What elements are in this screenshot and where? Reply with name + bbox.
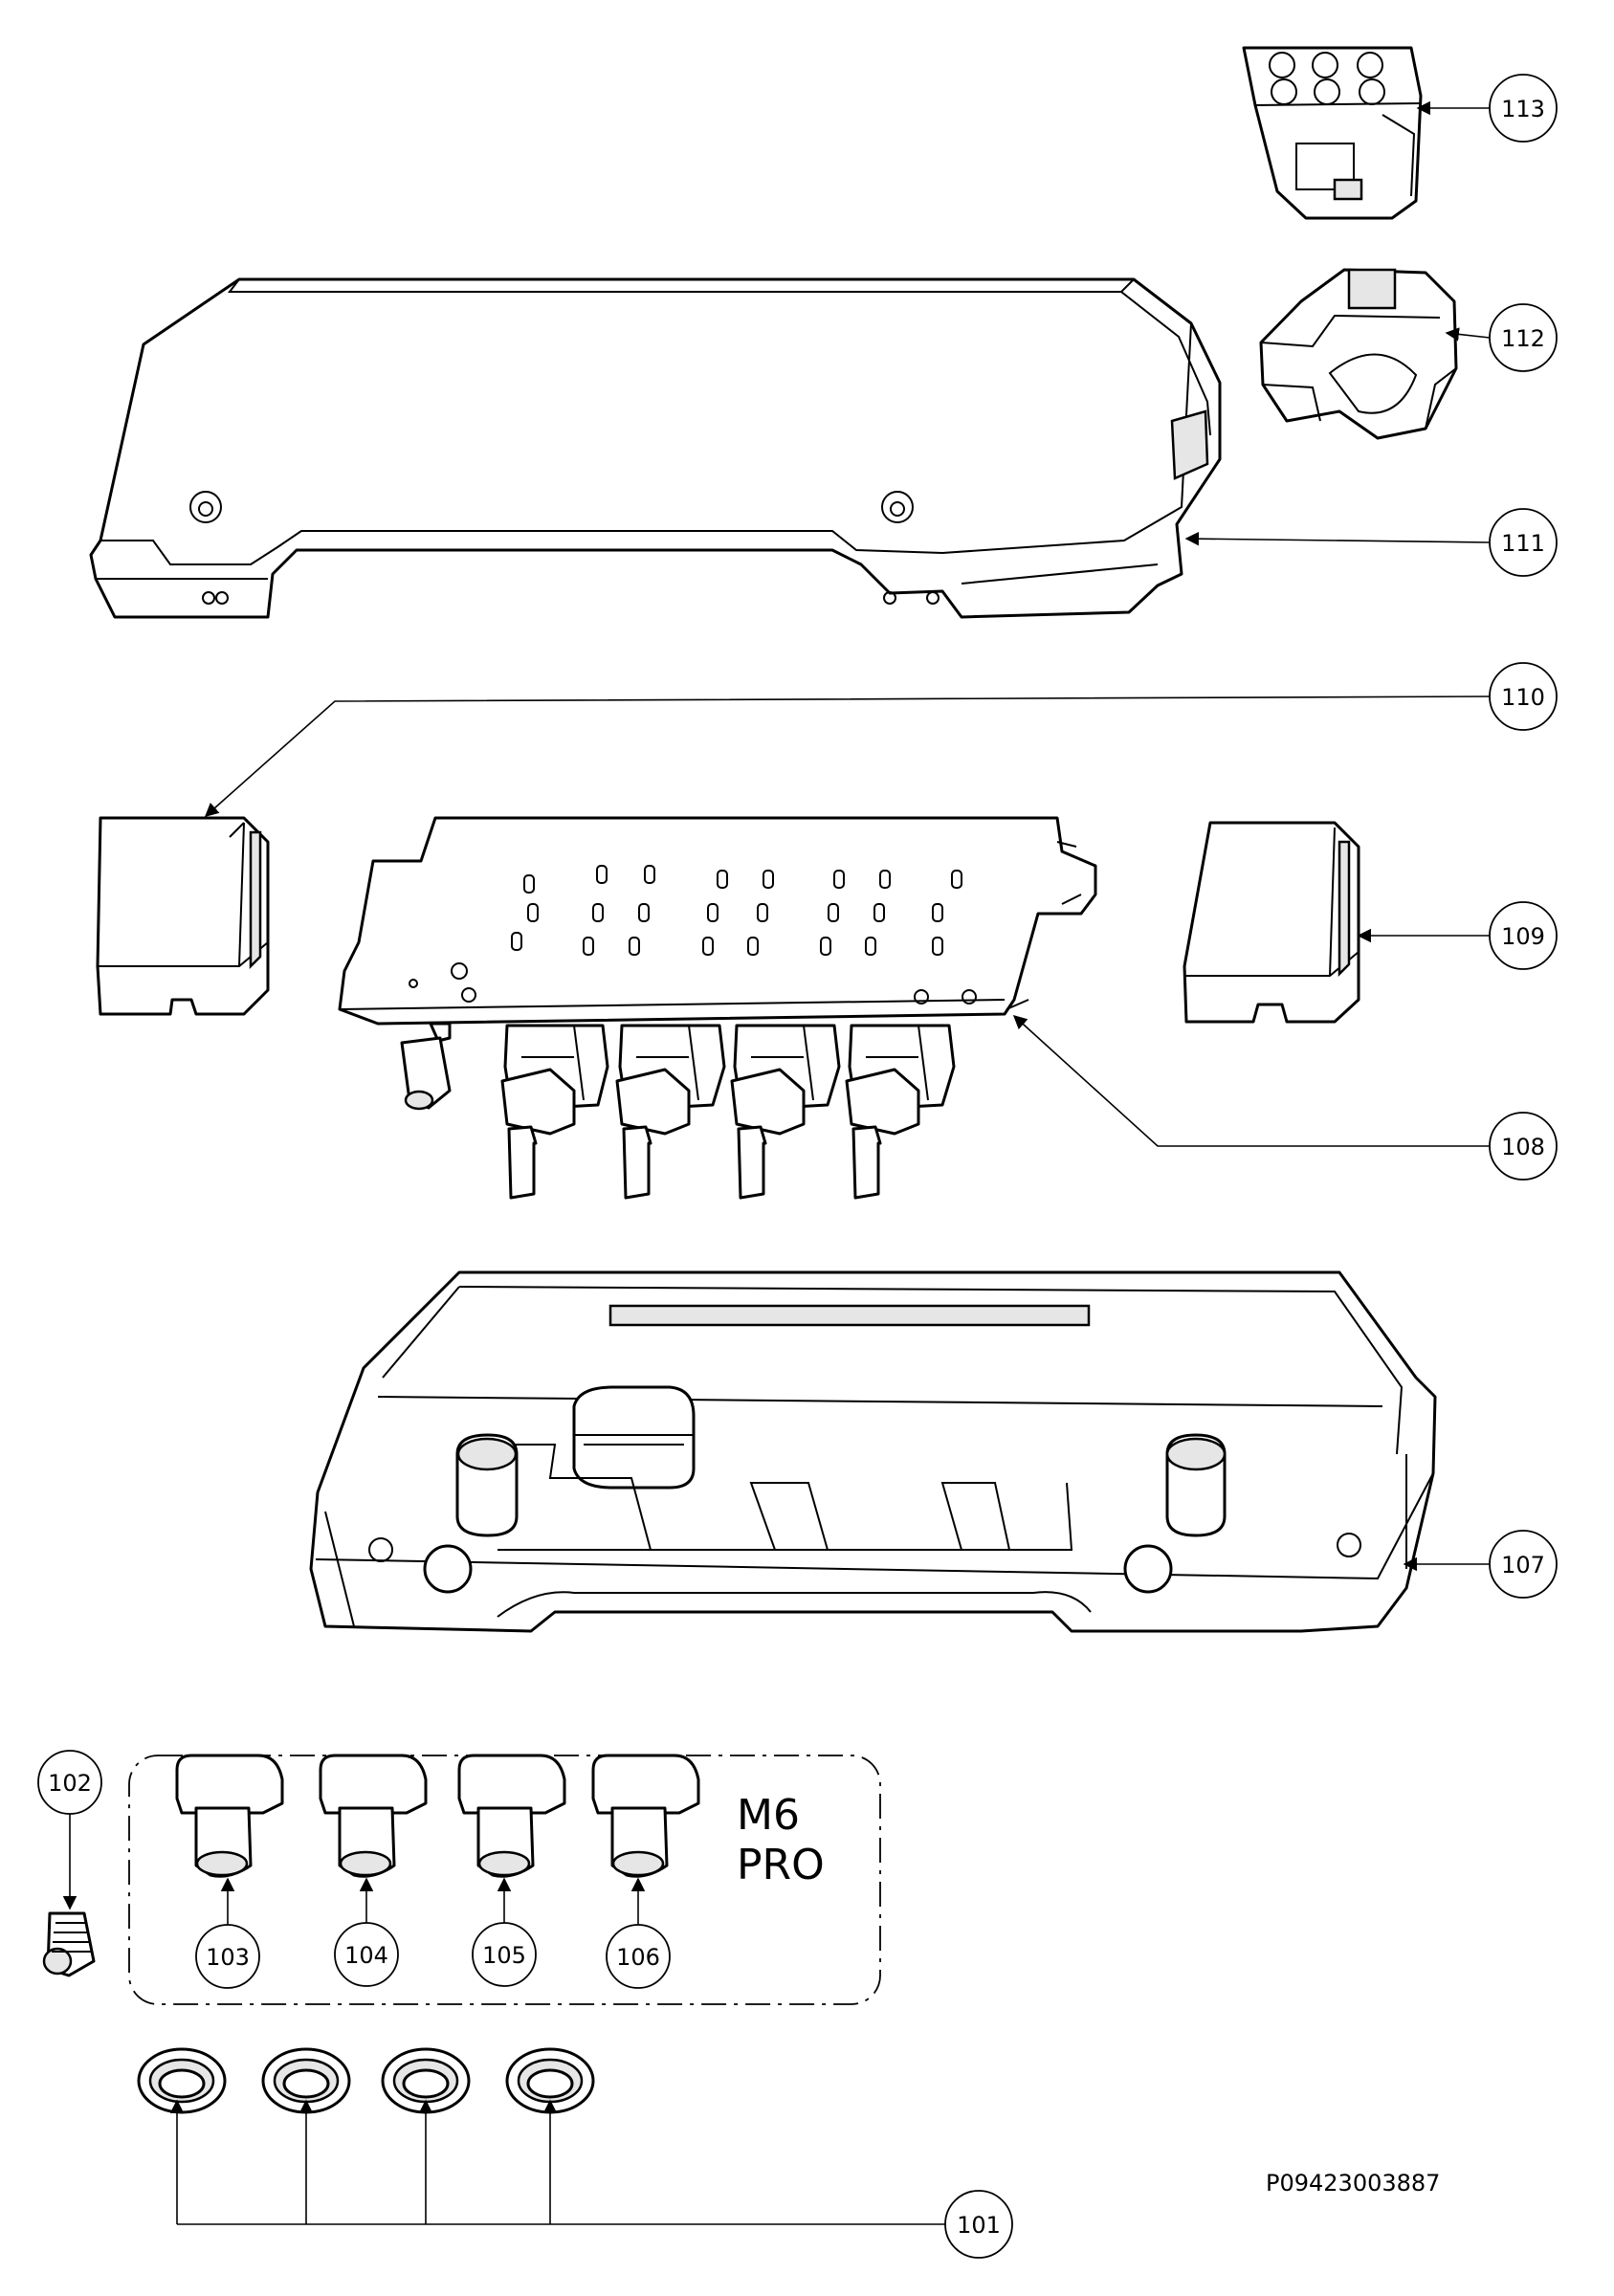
callout-113-label: 113: [1501, 96, 1545, 122]
callout-105: 105: [472, 1922, 537, 1987]
drawing-code: P09423003887: [1266, 2170, 1440, 2197]
callout-112: 112: [1489, 303, 1558, 372]
part-101-rings: [137, 2047, 595, 2114]
callout-102-label: 102: [48, 1770, 92, 1797]
leader-108: [1012, 1015, 1490, 1147]
callout-106: 106: [606, 1924, 671, 1989]
pcb-switch-1: [500, 1024, 609, 1200]
part-112-clip: [1259, 268, 1458, 440]
callout-108: 108: [1489, 1112, 1558, 1181]
part-111-top-cover: [89, 277, 1222, 619]
ring-1: [137, 2047, 227, 2114]
leader-110: [204, 695, 1491, 817]
callout-110: 110: [1489, 662, 1558, 731]
pcb-switch-3: [730, 1024, 841, 1200]
part-104-button: [319, 1754, 428, 1878]
callout-106-label: 106: [616, 1944, 660, 1971]
callout-101: 101: [944, 2190, 1013, 2259]
callout-107: 107: [1489, 1530, 1558, 1599]
callout-104-label: 104: [344, 1942, 388, 1969]
ring-4: [505, 2047, 595, 2114]
part-107-housing: [309, 1270, 1437, 1633]
ring-2: [261, 2047, 351, 2114]
callout-101-label: 101: [957, 2212, 1001, 2239]
pcb-switch-2: [615, 1024, 726, 1200]
callout-102: 102: [37, 1750, 102, 1815]
button-group: M6 PRO: [128, 1754, 881, 2005]
pcb-switch-4: [845, 1024, 956, 1200]
callout-110-label: 110: [1501, 684, 1545, 711]
callout-111-label: 111: [1501, 530, 1545, 557]
ring-3: [381, 2047, 471, 2114]
callout-108-label: 108: [1501, 1134, 1545, 1160]
callout-104: 104: [334, 1922, 399, 1987]
callout-107-label: 107: [1501, 1552, 1545, 1578]
model-label-line2: PRO: [737, 1841, 825, 1889]
callout-111: 111: [1489, 508, 1558, 577]
model-label-line1: M6: [737, 1791, 800, 1840]
part-108-pcb: [338, 816, 1097, 1200]
callouts: 113 112 111 110 109 108 107 102: [37, 74, 1558, 2259]
part-113-connector: [1242, 46, 1423, 220]
callout-109-label: 109: [1501, 923, 1545, 950]
part-106-button: [591, 1754, 700, 1878]
m6-pro-group-box: [128, 1755, 881, 2005]
callout-105-label: 105: [482, 1942, 526, 1969]
part-102-plug: [42, 1911, 96, 1977]
callout-103-label: 103: [206, 1944, 250, 1971]
part-110-left-block: [96, 816, 270, 1016]
part-109-right-block: [1183, 821, 1360, 1024]
callout-112-label: 112: [1501, 325, 1545, 352]
leader-lines: [62, 100, 1491, 2225]
callout-103: 103: [195, 1924, 260, 1989]
pcb-led-pin: [400, 1022, 452, 1111]
callout-113: 113: [1489, 74, 1558, 143]
callout-109: 109: [1489, 901, 1558, 970]
part-103-button: [175, 1754, 284, 1878]
part-105-button: [457, 1754, 566, 1878]
leader-111: [1184, 531, 1491, 546]
leader-112: [1445, 327, 1491, 342]
